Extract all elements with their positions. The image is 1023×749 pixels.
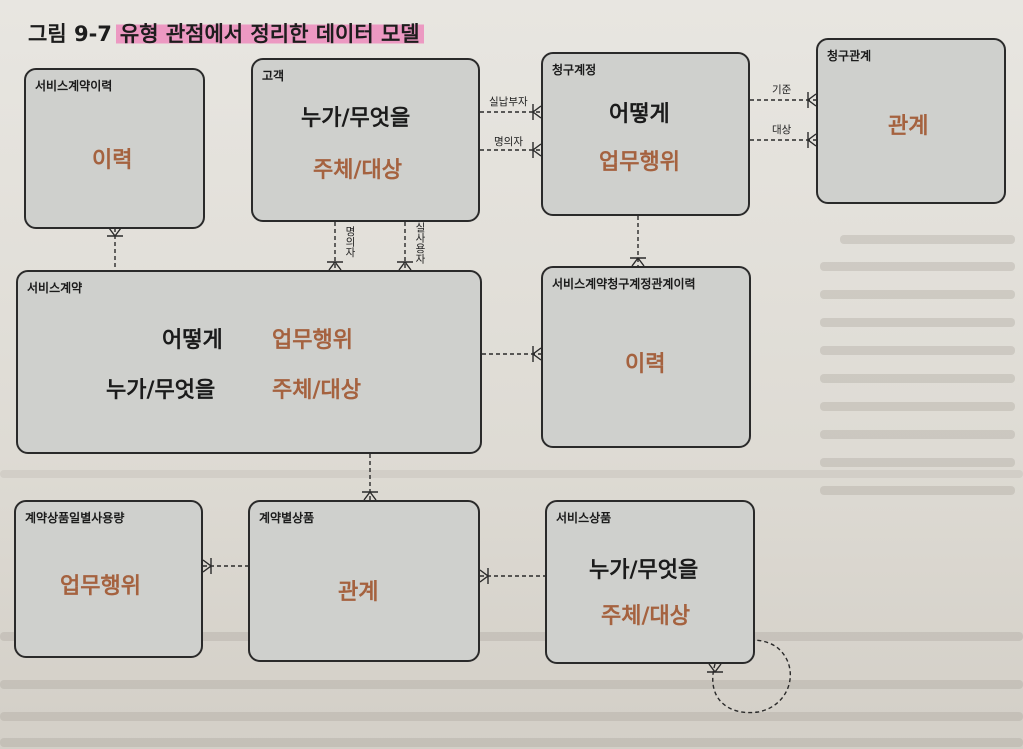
entity-name: 서비스계약이력 bbox=[35, 79, 113, 93]
figure-number: 그림 9-7 bbox=[28, 22, 112, 46]
entity-service-product: 서비스상품 누가/무엇을 주체/대상 bbox=[545, 500, 755, 664]
entity-service-contract: 서비스계약 어떻게 업무행위 누가/무엇을 주체/대상 bbox=[16, 270, 482, 454]
entity-service-contract-history: 서비스계약이력 이력 bbox=[24, 68, 205, 229]
entity-type-label: 관계 bbox=[888, 114, 929, 139]
entity-type-label: 업무행위 bbox=[60, 574, 141, 599]
rel-label-basis: 기준 bbox=[772, 84, 792, 96]
entity-role-label: 주체/대상 bbox=[601, 604, 690, 629]
entity-type-label: 이력 bbox=[92, 148, 133, 173]
entity-label-how: 어떻게 bbox=[162, 328, 223, 353]
rel-self-loop bbox=[712, 639, 791, 714]
rel-label-target: 대상 bbox=[772, 124, 792, 136]
entity-type-label: 어떻게 bbox=[609, 102, 670, 127]
entity-name: 서비스계약 bbox=[27, 281, 83, 295]
entity-name: 청구계정 bbox=[552, 63, 597, 77]
entity-type-label: 이력 bbox=[625, 352, 666, 377]
entity-name: 서비스상품 bbox=[556, 511, 612, 525]
entity-label-who: 누가/무엇을 bbox=[106, 378, 216, 403]
entity-role-label: 업무행위 bbox=[599, 150, 680, 175]
rel-label-nominee-vertical: 명의자 bbox=[344, 226, 356, 258]
entity-daily-usage: 계약상품일별사용량 업무행위 bbox=[14, 500, 203, 658]
entity-label-subject: 주체/대상 bbox=[272, 378, 361, 403]
entity-customer: 고객 누가/무엇을 주체/대상 bbox=[251, 58, 480, 222]
entity-billing-relation: 청구관계 관계 bbox=[816, 38, 1006, 204]
entity-role-label: 주체/대상 bbox=[313, 158, 402, 183]
entity-billing-account: 청구계정 어떻게 업무행위 bbox=[541, 52, 750, 216]
rel-label-actual-payer: 실납부자 bbox=[489, 96, 528, 108]
entity-type-label: 누가/무엇을 bbox=[301, 106, 411, 131]
entity-name: 계약상품일별사용량 bbox=[25, 511, 125, 525]
entity-name: 서비스계약청구계정관계이력 bbox=[552, 277, 696, 291]
entity-label-action: 업무행위 bbox=[272, 328, 353, 353]
entity-type-label: 누가/무엇을 bbox=[589, 558, 699, 583]
entity-name: 고객 bbox=[262, 69, 285, 83]
entity-type-label: 관계 bbox=[338, 580, 379, 605]
rel-label-nominee: 명의자 bbox=[494, 136, 523, 148]
entity-contract-billing-history: 서비스계약청구계정관계이력 이력 bbox=[541, 266, 751, 448]
entity-name: 청구관계 bbox=[827, 49, 872, 63]
entity-contract-product: 계약별상품 관계 bbox=[248, 500, 480, 662]
rel-label-actual-user-vertical: 실사용자 bbox=[414, 222, 426, 264]
figure-caption: 유형 관점에서 정리한 데이터 모델 bbox=[115, 22, 424, 46]
entity-name: 계약별상품 bbox=[259, 511, 315, 525]
